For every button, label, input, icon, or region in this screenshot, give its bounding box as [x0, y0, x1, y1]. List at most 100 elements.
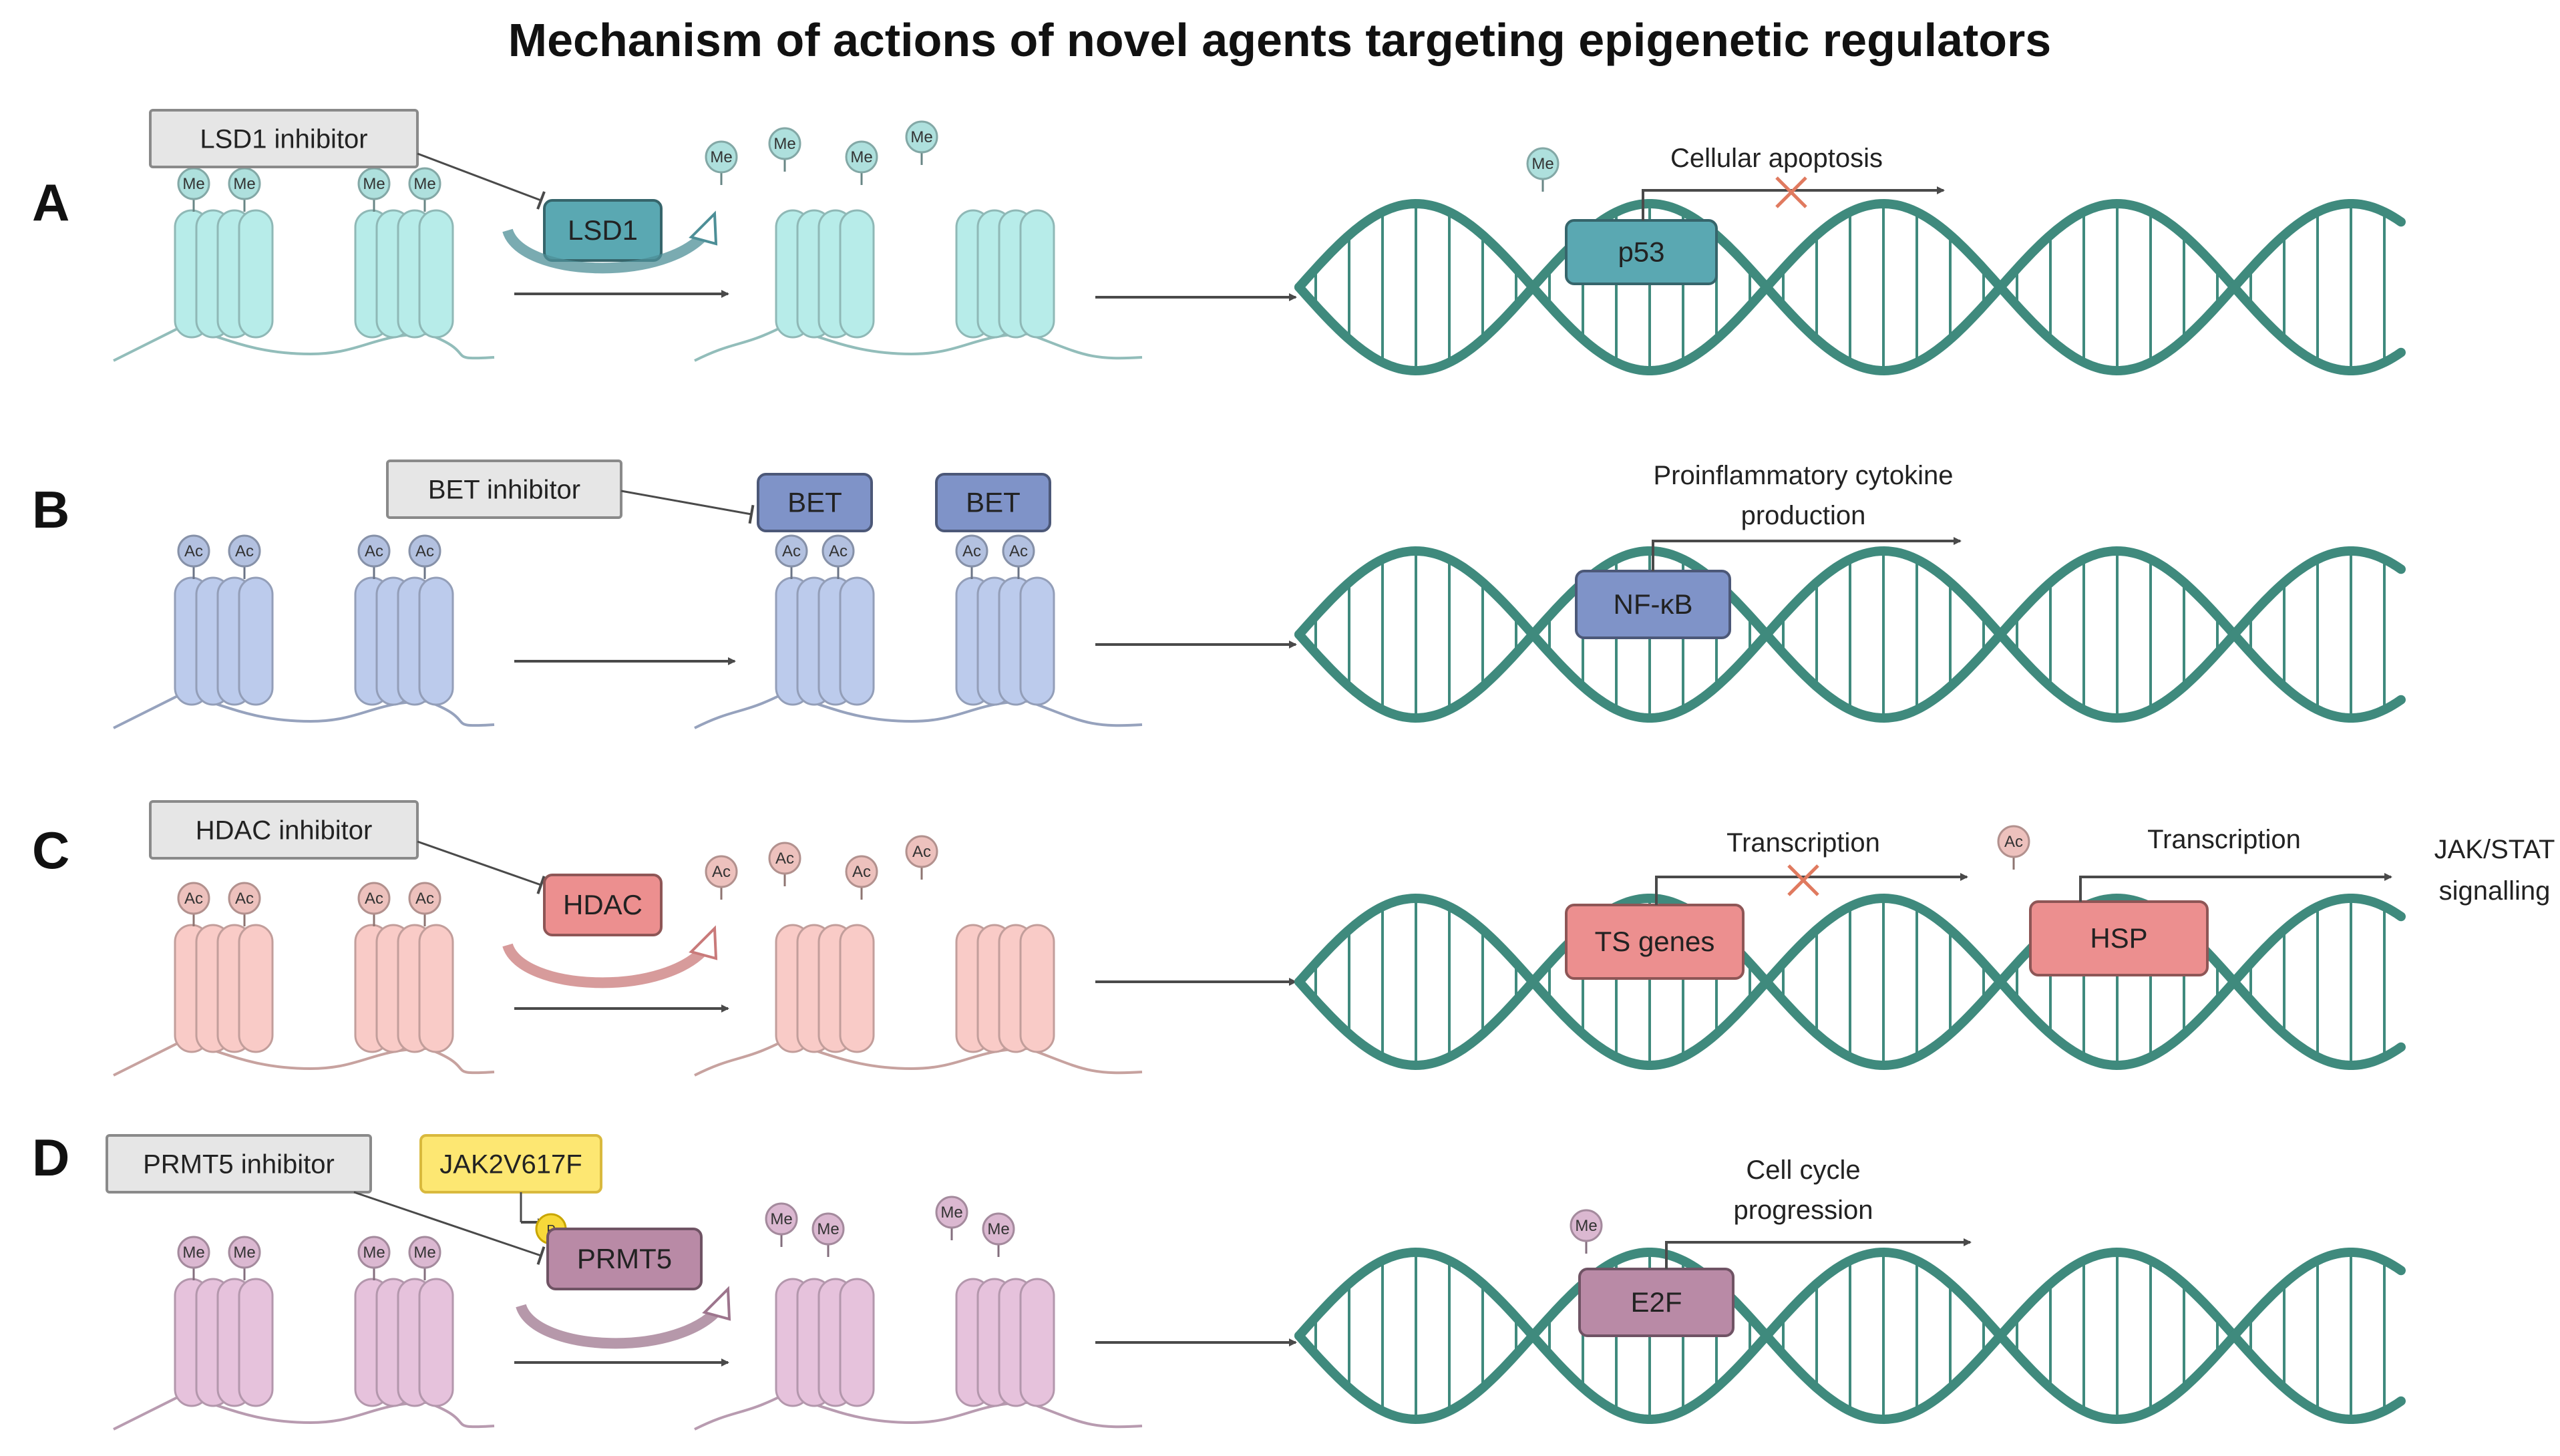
outcome-label: Cellular apoptosis [1670, 144, 1883, 173]
mark-label: Me [850, 148, 872, 166]
blocked-x-stroke [1787, 864, 1819, 896]
nucleosome [775, 209, 875, 339]
factor-box-2: HSP [2029, 900, 2209, 976]
nucleosome [174, 1278, 274, 1407]
inhibitor-box-box [149, 109, 419, 168]
mark-bead [765, 1202, 798, 1236]
mark-bead [955, 534, 988, 568]
inhibitor-box-box [149, 800, 419, 860]
mark-label: Ac [829, 542, 848, 560]
downstream-label-line2: signalling [2439, 876, 2551, 906]
activator-box-box [419, 1134, 602, 1194]
mark-label: Me [910, 128, 932, 146]
nucleosome-disc [839, 209, 875, 339]
histone-mark: Me [177, 167, 210, 212]
nucleosome-disc [1019, 576, 1055, 706]
chromatin-fiber [113, 1040, 495, 1077]
dna-helix [1294, 198, 2406, 376]
released-mark: Ac [705, 855, 738, 900]
blocked-x [1787, 864, 1819, 896]
mark-bead [408, 882, 441, 915]
factor-box-box [1565, 219, 1718, 285]
transcription-arrow-1 [1655, 873, 1968, 905]
mark-bead [408, 1236, 441, 1269]
mark-bead [821, 534, 855, 568]
inhibition-line-bar [536, 1246, 546, 1265]
nucleosome-disc [418, 924, 454, 1053]
enzyme-action-arrow [516, 1302, 726, 1349]
enzyme-box: LSD1 [543, 199, 663, 262]
nucleosome [955, 924, 1055, 1053]
released-mark: Me [905, 120, 938, 165]
mark-bead [1997, 825, 2030, 858]
histone-mark: Ac [228, 882, 261, 926]
enzyme-box-label: PRMT5 [577, 1243, 672, 1274]
mark-label: Me [710, 148, 732, 166]
mark-bead [768, 842, 801, 875]
nucleosome-disc [418, 576, 454, 706]
released-mark: Me [765, 1202, 798, 1247]
mark-bead [905, 120, 938, 154]
inhibitor-box-label: HDAC inhibitor [196, 816, 373, 846]
panel-letter: C [32, 821, 69, 880]
mark-bead [177, 1236, 210, 1269]
mark-bead [228, 1236, 261, 1269]
mark-label: Ac [712, 863, 731, 881]
chromatin-fiber [113, 1394, 495, 1431]
histone-mark: Ac [357, 534, 391, 579]
mark-label: Me [363, 1244, 385, 1262]
enzyme-box-label: BET [966, 487, 1021, 518]
nucleosome [174, 209, 274, 339]
inhibitor-box: BET inhibitor [386, 460, 622, 519]
transcription-line [1655, 873, 1968, 905]
factor-box-1-label: TS genes [1595, 926, 1715, 957]
dna-strand [1294, 893, 2406, 1071]
mark-bead [228, 534, 261, 568]
mark-bead [845, 140, 878, 174]
released-mark: Me [705, 140, 738, 185]
mark-label: Me [413, 175, 435, 193]
downstream-label-line1: JAK/STAT [2434, 835, 2555, 864]
mark-bead [705, 140, 738, 174]
factor-box-label: NF-κB [1614, 588, 1693, 620]
enzyme-action-arrow [502, 941, 713, 988]
released-mark: Ac [1997, 825, 2030, 870]
outcome-label-1: Transcription [1726, 828, 1880, 858]
nucleosome-disc [238, 924, 274, 1053]
nucleosome [354, 924, 454, 1053]
mark-label: Ac [184, 890, 203, 908]
panel-letter: D [32, 1128, 69, 1187]
mark-bead [1002, 534, 1035, 568]
histone-mark: Ac [1002, 534, 1035, 579]
histone-mark: Ac [821, 534, 855, 579]
mark-label: Me [233, 175, 255, 193]
mark-bead [357, 1236, 391, 1269]
inhibitor-box-label: BET inhibitor [428, 476, 580, 505]
mark-label: Ac [415, 890, 434, 908]
nucleosome [955, 576, 1055, 706]
enzyme-action-arrow-head [702, 1286, 731, 1321]
mark-bead [408, 534, 441, 568]
outcome-label-line1: Cell cycle [1746, 1155, 1860, 1185]
mark-label: Ac [775, 850, 794, 868]
nucleosome-disc [238, 576, 274, 706]
mark-label: Me [773, 135, 795, 153]
factor-box-label: E2F [1630, 1286, 1682, 1318]
dna-helix [1294, 893, 2406, 1071]
nucleosome-disc [839, 1278, 875, 1407]
chromatin-fiber [694, 1394, 1143, 1431]
mark-bead [357, 882, 391, 915]
nucleosome-disc [1019, 209, 1055, 339]
enzyme-box-box [935, 473, 1051, 532]
dna-strand [1294, 546, 2406, 723]
mark-bead [982, 1212, 1015, 1246]
mark-label: Me [182, 1244, 204, 1262]
released-mark: Ac [905, 835, 938, 880]
histone-mark: Me [408, 167, 441, 212]
histone-mark: Me [408, 1236, 441, 1280]
nucleosome [775, 924, 875, 1053]
